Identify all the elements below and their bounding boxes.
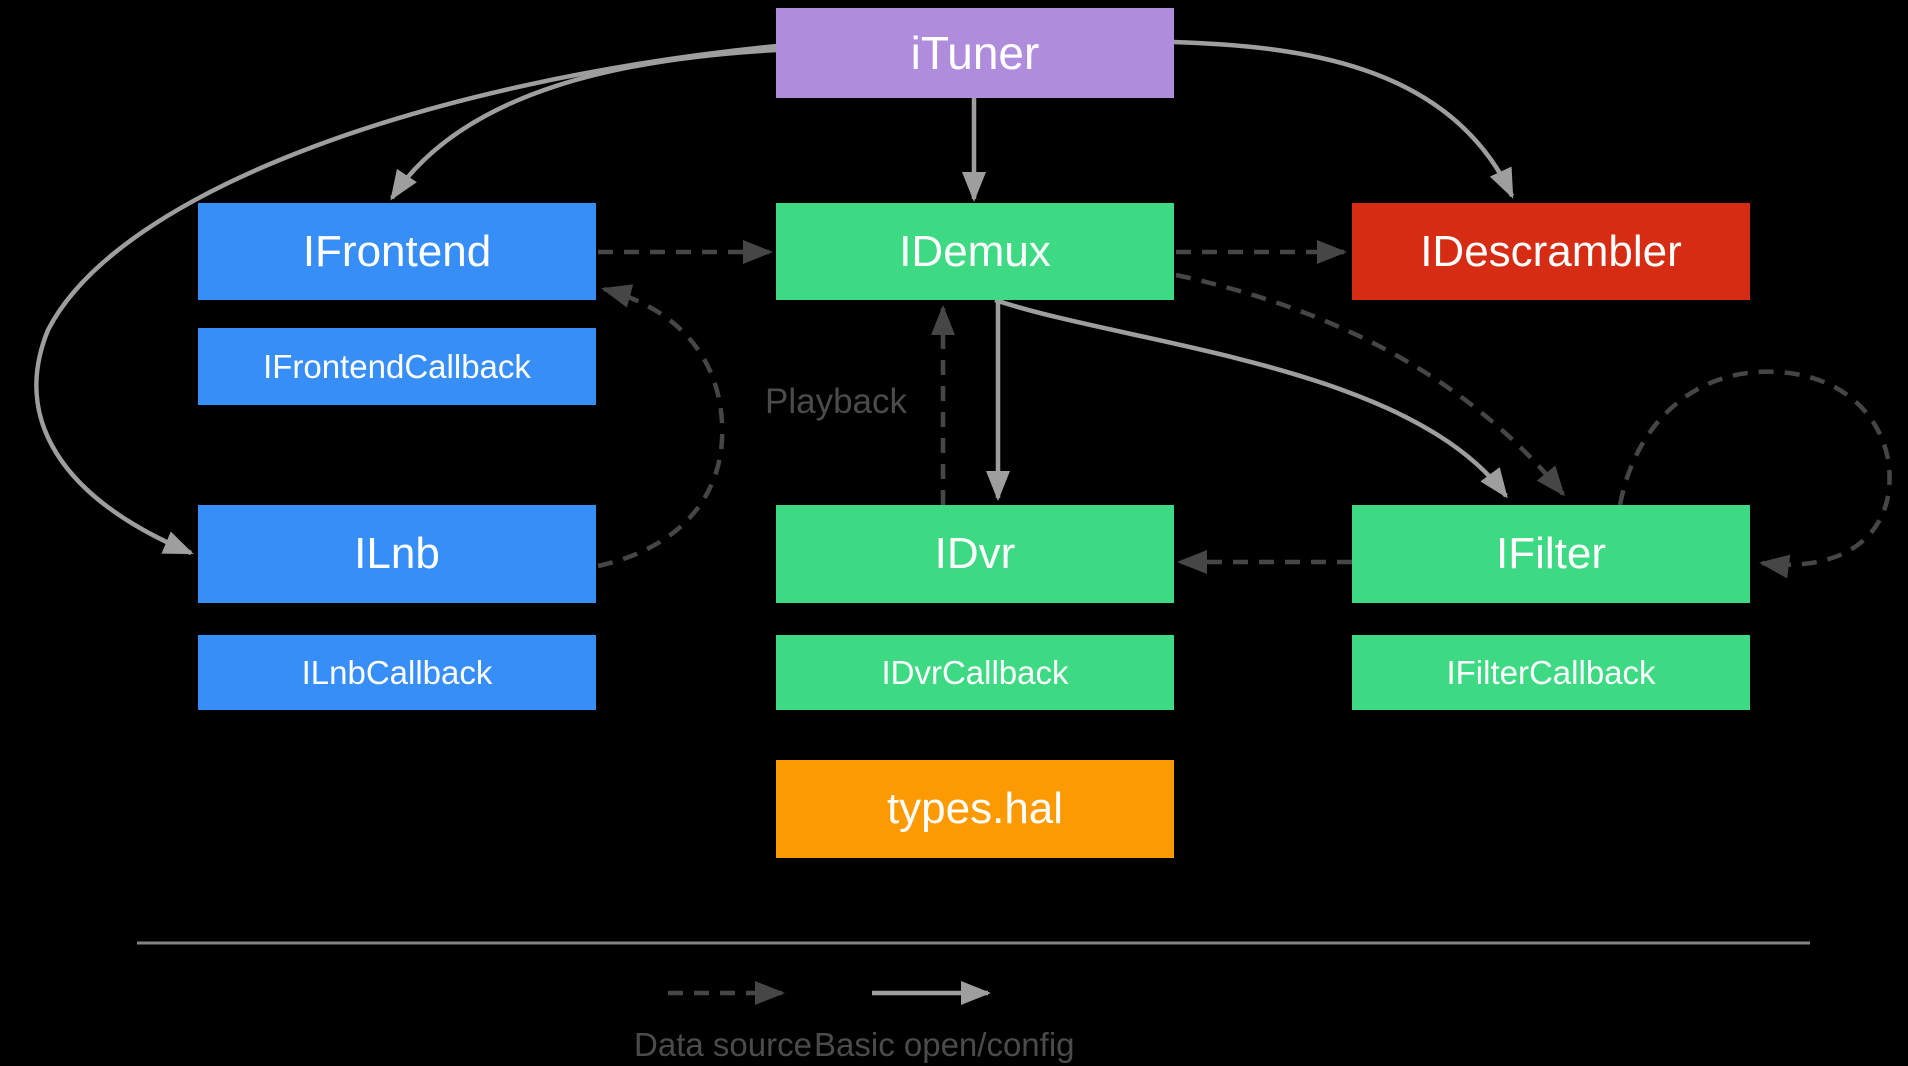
arrow-ituner-to-ilnb [34, 43, 778, 556]
node-idvrcallback: IDvrCallback [776, 635, 1174, 710]
node-ifrontend-label: IFrontend [302, 226, 492, 276]
node-ilnbcallback: ILnbCallback [198, 635, 596, 710]
node-ifiltercallback: IFilterCallback [1352, 635, 1750, 710]
arrow-ituner-to-idescrambler [1172, 39, 1515, 199]
node-ilnbcallback-label: ILnbCallback [301, 653, 493, 691]
node-types-hal-label: types.hal [886, 784, 1064, 833]
node-idescrambler: IDescrambler [1352, 203, 1750, 300]
node-ifrontendcallback-label: IFrontendCallback [263, 347, 531, 385]
playback-annotation: Playback [765, 382, 908, 421]
node-ilnb: ILnb [198, 505, 596, 603]
arrow-ilnb-to-ifrontend-dashed [597, 284, 725, 569]
node-types-hal: types.hal [776, 760, 1174, 858]
arrow-idemux-to-ifilter-dashed [1175, 272, 1565, 497]
node-idvrcallback-label: IDvrCallback [881, 653, 1069, 691]
node-idvr-label: IDvr [934, 529, 1016, 578]
node-ilnb-label: ILnb [354, 529, 440, 578]
node-ifilter: IFilter [1352, 505, 1750, 603]
arrow-ifilter-self-loop-dashed [1617, 369, 1892, 579]
node-ifiltercallback-label: IFilterCallback [1446, 653, 1656, 691]
legend-basic-open-config-label: Basic open/config [814, 1026, 1075, 1063]
node-ifilter-label: IFilter [1496, 529, 1606, 578]
legend-data-source-label: Data source [634, 1026, 812, 1063]
node-ifrontendcallback: IFrontendCallback [198, 328, 596, 405]
node-idemux-label: IDemux [899, 226, 1051, 276]
node-idescrambler-label: IDescrambler [1420, 226, 1682, 276]
node-idemux: IDemux [776, 203, 1174, 300]
node-ituner-label: iTuner [910, 27, 1040, 79]
node-ituner: iTuner [776, 8, 1174, 98]
node-idvr: IDvr [776, 505, 1174, 603]
arrow-idemux-to-ifilter-solid [994, 297, 1508, 499]
node-ifrontend: IFrontend [198, 203, 596, 300]
